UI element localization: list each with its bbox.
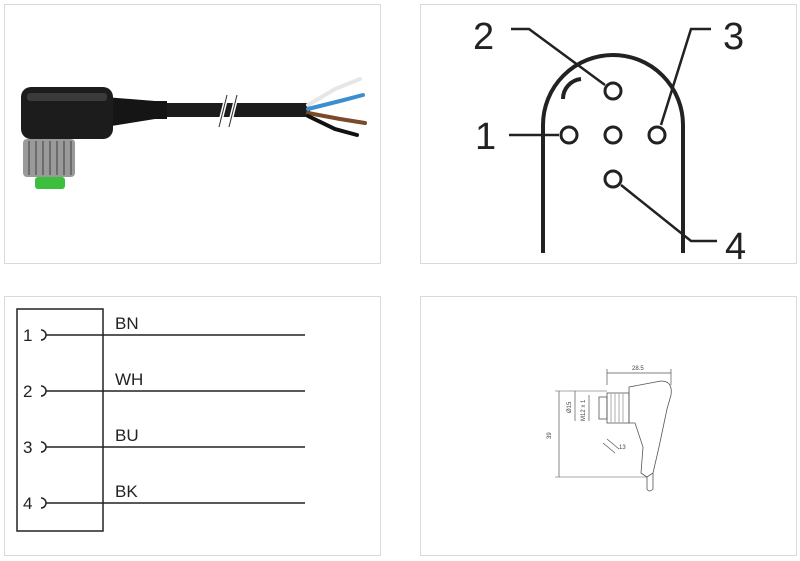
wire-color-label: BK	[115, 482, 138, 501]
socket-contact	[40, 441, 47, 453]
wiring-diagram-panel: 1 BN 2 WH 3 BU 4 BK	[4, 296, 381, 556]
pin-layout-diagram: 2 3 1 4	[473, 16, 746, 265]
wire-brown	[306, 111, 367, 125]
wire-blue	[306, 93, 365, 111]
dimension-drawing-panel: 28.5 39 Ø15 M12 x 1 13	[420, 296, 797, 556]
wiring-diagram: 1 BN 2 WH 3 BU 4 BK	[16, 308, 305, 532]
dim-wrench-label: 13	[619, 445, 626, 451]
wire-row-4: 4 BK	[23, 482, 305, 513]
contact-insert	[35, 177, 65, 189]
wire-number: 3	[23, 438, 32, 457]
wire-white	[306, 77, 362, 107]
socket-contact	[40, 497, 47, 509]
leader-line-3	[659, 27, 711, 126]
angled-body-outline	[628, 380, 672, 478]
pin-label-3: 3	[723, 16, 744, 58]
coupling-nut-outline	[606, 392, 630, 424]
dim-diameter-label: Ø15	[567, 401, 573, 413]
pin-1	[559, 125, 579, 145]
coding-key	[560, 77, 582, 100]
wire-number: 4	[23, 494, 32, 513]
pin-layout-panel: 2 3 1 4	[420, 4, 797, 265]
dimension-drawing: 28.5 39 Ø15 M12 x 1 13	[547, 366, 672, 492]
connector-cable-illustration	[21, 77, 367, 189]
dim-width-label: 28.5	[632, 366, 644, 372]
pin-label-1: 1	[475, 116, 496, 158]
pin-label-2: 2	[473, 16, 494, 58]
wire-number: 1	[23, 326, 32, 345]
strain-relief	[105, 97, 167, 127]
pin-label-4: 4	[725, 226, 746, 265]
wire-black	[306, 114, 359, 137]
pin-3	[647, 125, 667, 145]
dim-thread-label: M12 x 1	[581, 399, 587, 421]
socket-contact	[40, 385, 47, 397]
pin-2	[603, 81, 623, 101]
connector-box	[16, 308, 104, 532]
wire-color-label: WH	[115, 370, 143, 389]
connector-face-outline	[541, 53, 685, 253]
wire-row-1: 1 BN	[23, 314, 305, 345]
cable-outline	[646, 473, 654, 492]
socket-contact	[40, 329, 47, 341]
pin-center	[603, 125, 623, 145]
dim-height-label: 39	[547, 432, 553, 439]
dim-line-wrench	[602, 442, 616, 454]
wire-color-label: BN	[115, 314, 139, 333]
wire-row-2: 2 WH	[23, 370, 305, 401]
wire-color-label: BU	[115, 426, 139, 445]
wire-row-3: 3 BU	[23, 426, 305, 457]
product-image-panel	[4, 4, 381, 264]
leader-line-2	[511, 27, 606, 87]
leader-line-4	[620, 184, 717, 243]
pin-4	[603, 169, 623, 189]
wire-number: 2	[23, 382, 32, 401]
